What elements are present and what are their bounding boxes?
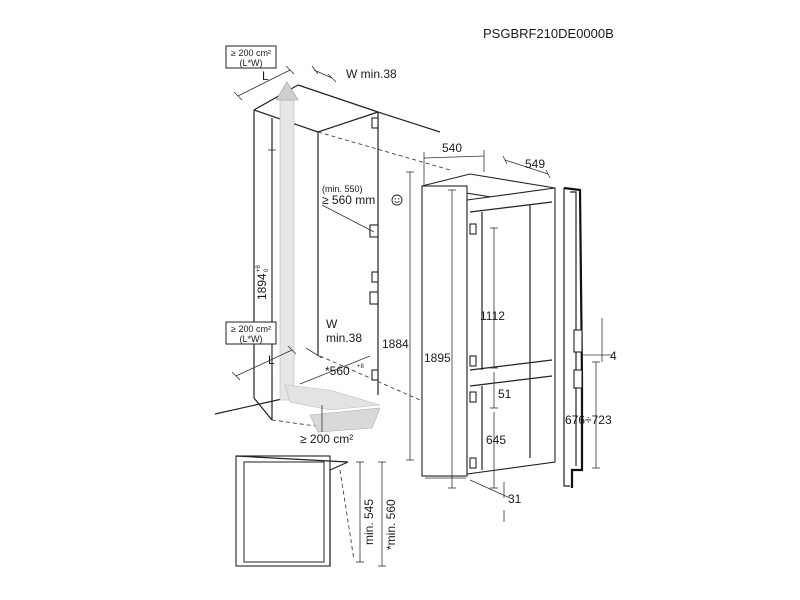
vent-top-note: ≥ 200 cm² (L*W) <box>225 45 277 69</box>
dim-upper-door: 1112 <box>480 309 505 323</box>
vent-mid-formula: (L*W) <box>240 334 263 344</box>
vent-top-formula: (L*W) <box>240 58 263 68</box>
dim-section-min560: *min. 560 <box>384 499 398 550</box>
section-view <box>235 455 355 567</box>
model-code: PSGBRF210DE0000B <box>483 26 614 41</box>
vent-mid-note: ≥ 200 cm² (L*W) <box>225 321 277 345</box>
dim-bottom-31: 31 <box>508 492 522 506</box>
hinge-icon <box>371 271 379 283</box>
niche-height-group: 1894 +8 0 <box>255 264 270 300</box>
dim-appliance-height: 1884 <box>382 337 409 351</box>
dim-gap-51: 51 <box>498 387 512 401</box>
vent-mid-area: ≥ 200 cm² <box>231 324 271 334</box>
dim-appliance-depth: 549 <box>525 157 545 171</box>
min-550-label: (min. 550) <box>322 184 363 194</box>
appliance-body <box>421 173 556 479</box>
dim-L-top: L <box>262 69 269 83</box>
dim-W-mid-1: W <box>326 317 338 331</box>
dim-W-top: W min.38 <box>346 67 397 81</box>
dim-niche-height-tol-sub: 0 <box>264 268 270 272</box>
door-profile <box>563 186 584 488</box>
min-560-label: ≥ 560 mm <box>322 193 375 207</box>
dim-L-mid: L <box>268 353 275 367</box>
dim-niche-width-tol: +8 <box>357 364 365 370</box>
smiley-icon <box>391 194 403 206</box>
dim-niche-height-tol: +8 <box>256 264 262 272</box>
hinge-icon <box>369 224 379 238</box>
dim-niche-height: 1894 <box>255 273 269 300</box>
dim-W-mid-2: min.38 <box>326 331 362 345</box>
dim-section-min545: min. 545 <box>362 499 376 545</box>
bottom-vent-label: ≥ 200 cm² <box>300 432 353 446</box>
dim-niche-width: *560 <box>325 364 350 378</box>
dim-appliance-height-total: 1895 <box>424 351 451 365</box>
airflow-arrow-icon <box>275 81 381 433</box>
dim-4: 4 <box>610 349 617 363</box>
hinge-icon <box>371 369 379 381</box>
hinge-icon <box>371 117 379 129</box>
dim-door-range: 676÷723 <box>565 413 612 427</box>
hinge-icon <box>369 291 379 305</box>
dim-appliance-width: 540 <box>442 141 462 155</box>
vent-top-area: ≥ 200 cm² <box>231 48 271 58</box>
dim-lower-door: 645 <box>486 433 506 447</box>
